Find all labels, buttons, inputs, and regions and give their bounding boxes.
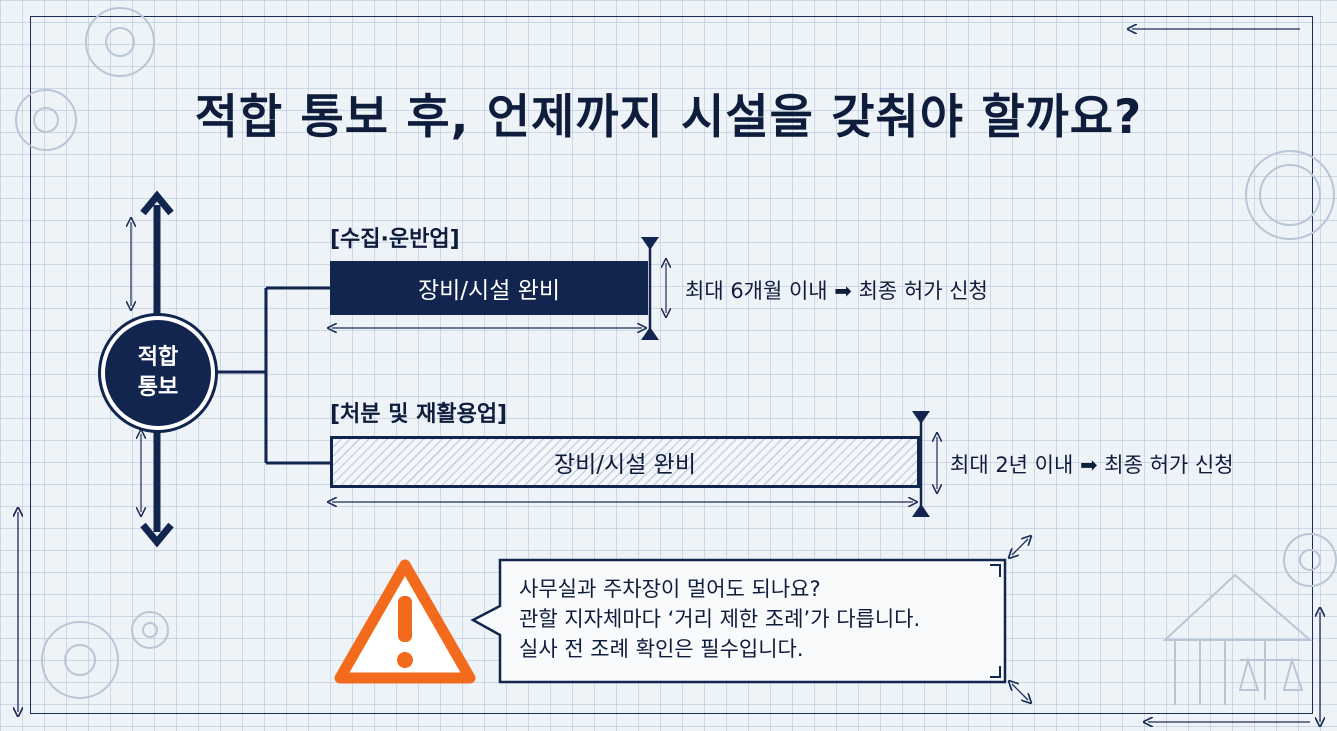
speech-bubble-outline — [470, 558, 1007, 684]
timeline-bar: 장비/시설 완비 — [330, 261, 648, 315]
bar-label: 장비/시설 완비 — [417, 278, 561, 304]
deadline-note: 최대 2년 이내 ➡ 최종 허가 신청 — [950, 453, 1234, 477]
origin-node: 적합 통보 — [101, 316, 215, 430]
category-label: [처분 및 재활용업] — [330, 402, 508, 427]
page-title: 적합 통보 후, 언제까지 시설을 갖춰야 할까요? — [194, 90, 1143, 145]
gear-icon — [15, 7, 1337, 699]
warning-bubble: 사무실과 주차장이 멀어도 되나요? 관할 지자체마다 ‘거리 제한 조례’가 … — [495, 560, 1005, 682]
origin-label-1: 적합 — [137, 345, 179, 370]
warning-text-line: 관할 지자체마다 ‘거리 제한 조례’가 다릅니다. — [519, 607, 921, 631]
category-label: [수집·운반업] — [330, 227, 460, 252]
bar-label: 장비/시설 완비 — [553, 452, 697, 478]
deadline-note: 최대 6개월 이내 ➡ 최종 허가 신청 — [685, 279, 988, 303]
warning-text-line: 실사 전 조례 확인은 필수입니다. — [519, 637, 804, 661]
building-icon — [1162, 573, 1313, 705]
warning-text-line: 사무실과 주차장이 멀어도 되나요? — [519, 577, 821, 601]
origin-label-2: 통보 — [137, 375, 179, 400]
warning-triangle-icon — [334, 559, 476, 684]
blueprint-frame — [30, 16, 1313, 714]
timeline-bar: 장비/시설 완비 — [330, 436, 920, 488]
